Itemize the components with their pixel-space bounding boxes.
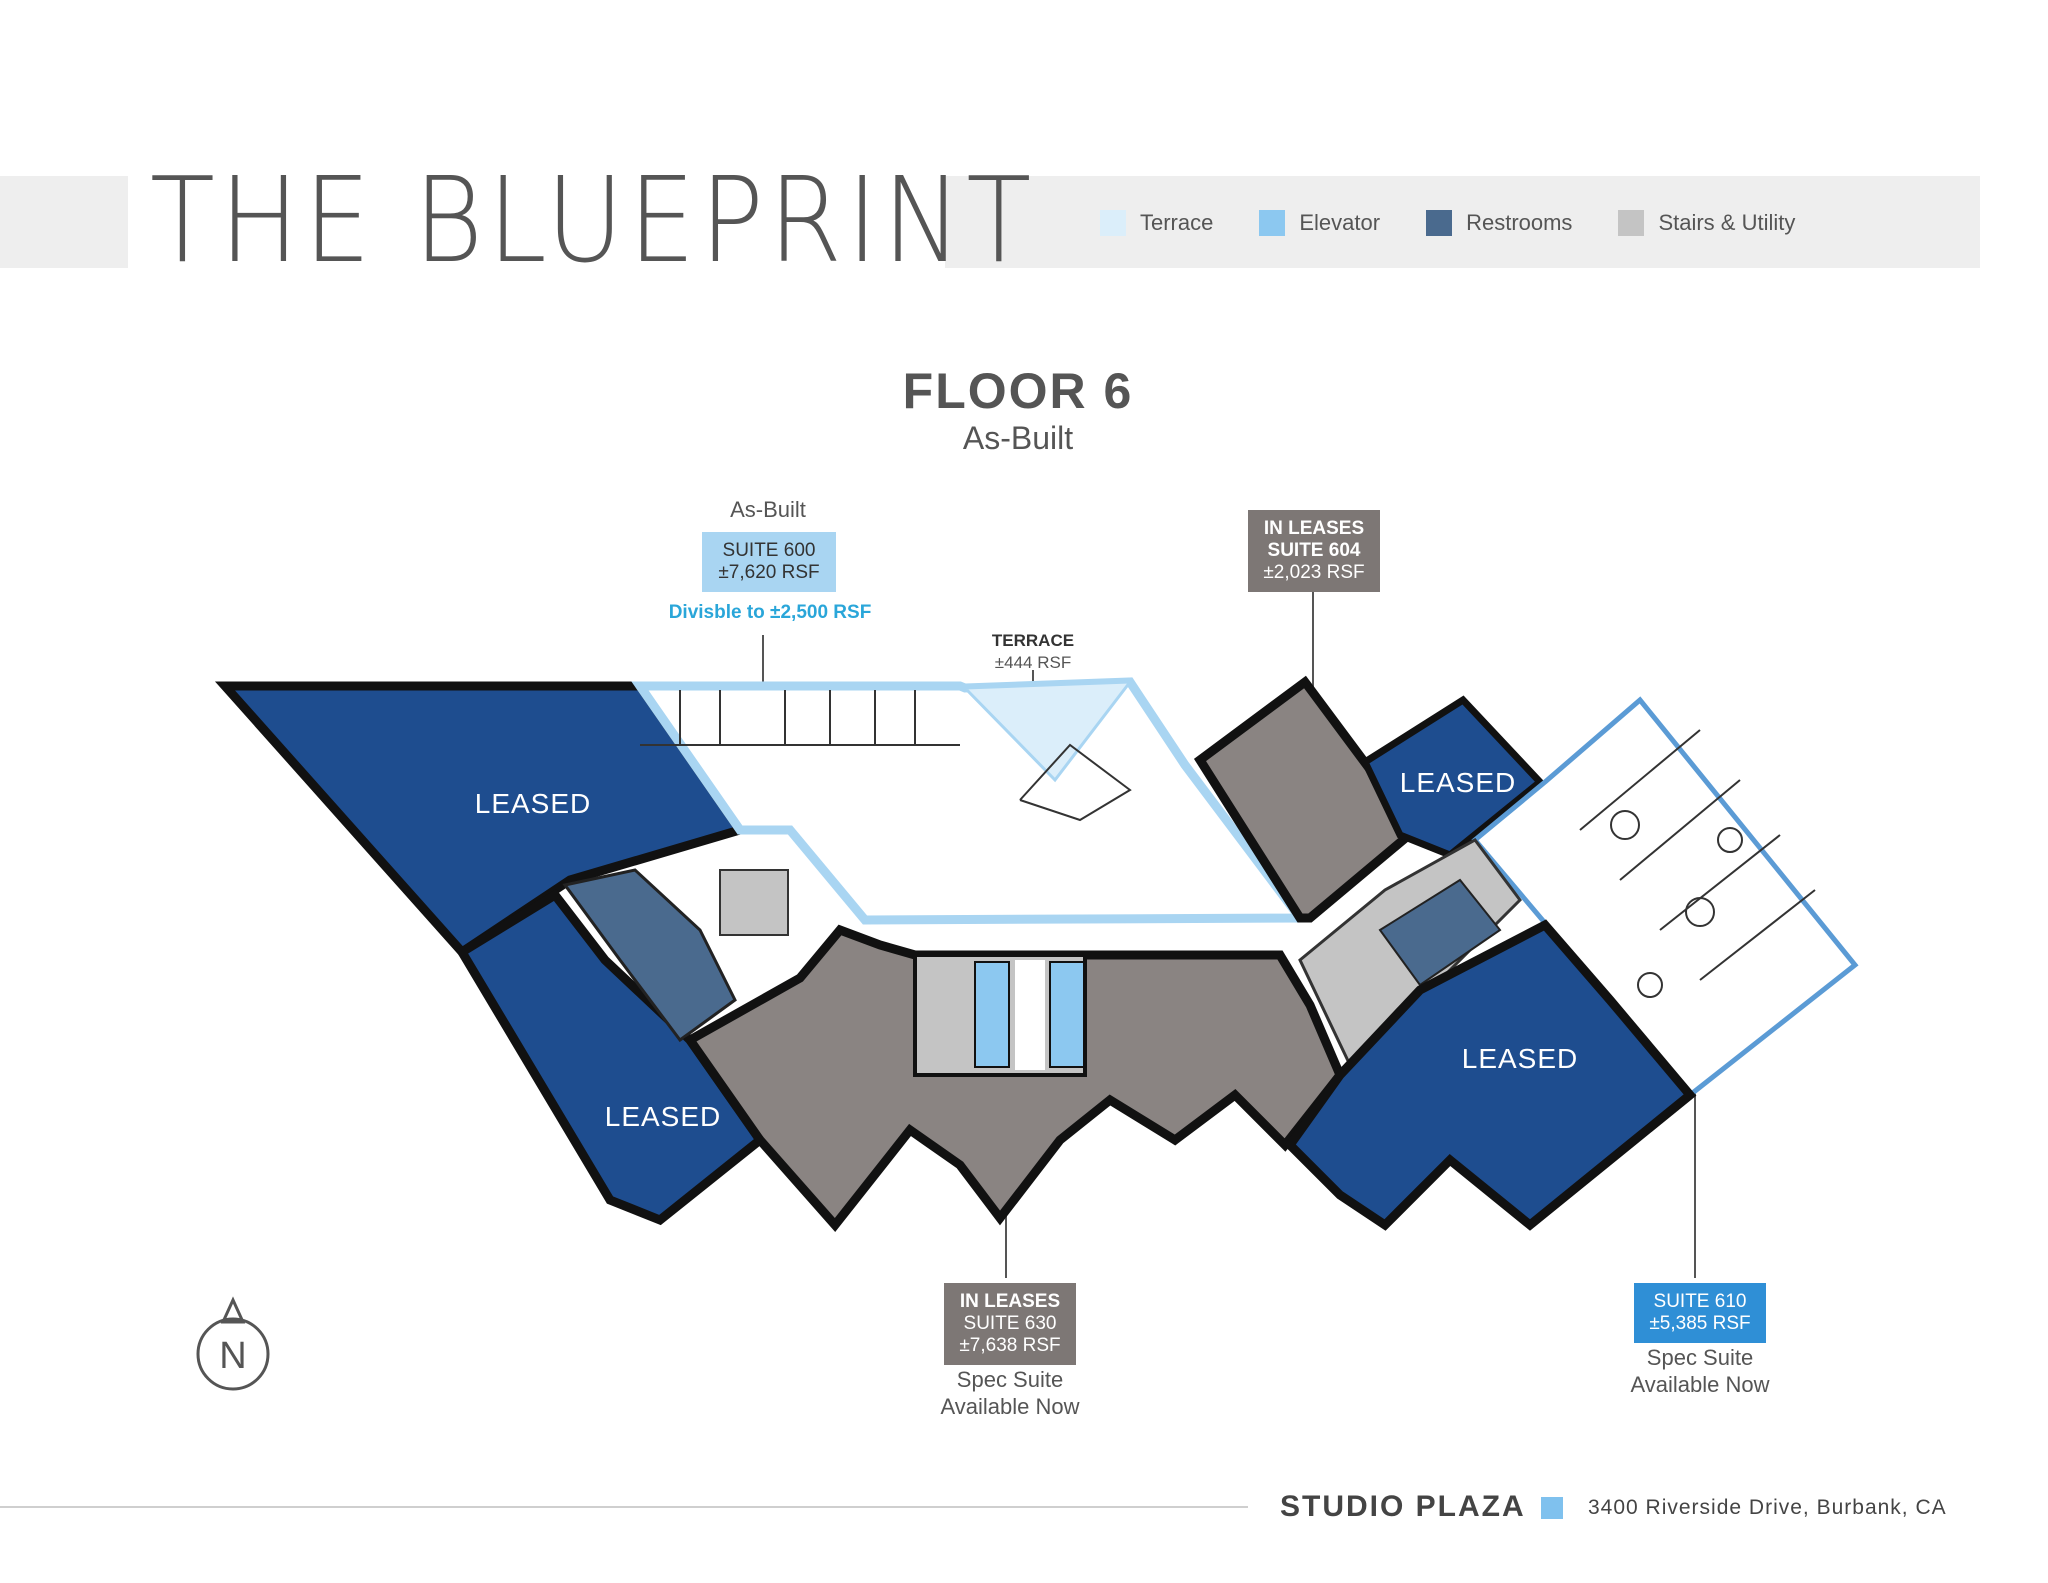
suite630-status: IN LEASES bbox=[959, 1291, 1061, 1312]
elevator-right bbox=[1049, 961, 1085, 1068]
legend-item-terrace: Terrace bbox=[1100, 210, 1213, 236]
elevator-swatch bbox=[1259, 210, 1286, 236]
suite604-name: SUITE 604 bbox=[1267, 540, 1361, 561]
suite600-partitions bbox=[640, 690, 1132, 822]
leased-label-southeast: LEASED bbox=[1462, 1043, 1579, 1074]
footer-divider bbox=[0, 1506, 1248, 1508]
compass-icon: N bbox=[196, 1296, 270, 1391]
elevator-lobby bbox=[1015, 960, 1045, 1070]
suite610-note: Spec Suite Available Now bbox=[1590, 1344, 1810, 1398]
suite600-prelabel: As-Built bbox=[730, 497, 806, 522]
legend-item-restrooms: Restrooms bbox=[1426, 210, 1572, 236]
floor-title: FLOOR 6 bbox=[902, 363, 1134, 419]
legend-label: Elevator bbox=[1299, 210, 1381, 235]
terrace-rsf: ±444 RSF bbox=[995, 653, 1071, 672]
legend-label: Terrace bbox=[1140, 210, 1214, 235]
suite604-area bbox=[1193, 675, 1422, 923]
suite630-note: Spec Suite Available Now bbox=[900, 1366, 1120, 1420]
leased-label-west-upper: LEASED bbox=[475, 788, 592, 819]
legend-item-stairs-utility: Stairs & Utility bbox=[1618, 210, 1795, 236]
legend-label: Restrooms bbox=[1466, 210, 1573, 235]
terrace-label: TERRACE bbox=[992, 631, 1074, 650]
restrooms-east bbox=[1378, 878, 1502, 987]
suite600-callout: SUITE 600 ±7,620 RSF bbox=[702, 532, 836, 592]
elevator-left bbox=[974, 961, 1010, 1068]
suite630-note-line2: Available Now bbox=[940, 1394, 1080, 1419]
restrooms-west bbox=[562, 868, 737, 1043]
suite604-status: IN LEASES bbox=[1263, 518, 1365, 539]
suite630-note-line1: Spec Suite bbox=[956, 1367, 1064, 1392]
suite600-divisible-note: Divisble to ±2,500 RSF bbox=[668, 602, 872, 623]
suite600-name: SUITE 600 bbox=[722, 540, 816, 561]
suite600-rsf: ±7,620 RSF bbox=[718, 562, 820, 583]
suite630-rsf: ±7,638 RSF bbox=[959, 1335, 1061, 1356]
terrace-area bbox=[961, 680, 1134, 783]
header-band-left bbox=[0, 176, 128, 268]
footer-square-icon bbox=[1541, 1497, 1563, 1519]
terrace-swatch bbox=[1100, 210, 1126, 236]
footer-address: 3400 Riverside Drive, Burbank, CA bbox=[1588, 1496, 1947, 1519]
legend: Terrace Elevator Restrooms Stairs & Util… bbox=[1100, 208, 1841, 238]
legend-label: Stairs & Utility bbox=[1658, 210, 1796, 235]
restrooms-swatch bbox=[1426, 210, 1453, 236]
leased-southeast bbox=[1284, 919, 1697, 1231]
suite610-partitions bbox=[1579, 729, 1816, 998]
stairs-west bbox=[719, 869, 789, 936]
legend-item-elevator: Elevator bbox=[1259, 210, 1380, 236]
suite610-note-line2: Available Now bbox=[1630, 1372, 1770, 1397]
suite610-rsf: ±5,385 RSF bbox=[1649, 1313, 1751, 1334]
suite604-callout: IN LEASES SUITE 604 ±2,023 RSF bbox=[1248, 510, 1380, 592]
suite630-callout: IN LEASES SUITE 630 ±7,638 RSF bbox=[944, 1283, 1076, 1365]
suite610-note-line1: Spec Suite bbox=[1646, 1345, 1754, 1370]
suite610-name: SUITE 610 bbox=[1653, 1291, 1747, 1312]
stairs-utility-swatch bbox=[1618, 210, 1645, 236]
compass-letter: N bbox=[219, 1335, 246, 1377]
suite630-name: SUITE 630 bbox=[963, 1313, 1057, 1334]
brand-title: THE BLUEPRINT bbox=[150, 151, 1036, 289]
leased-label-northeast: LEASED bbox=[1400, 767, 1517, 798]
leased-northeast bbox=[1360, 695, 1546, 860]
leased-label-west-lower: LEASED bbox=[605, 1101, 722, 1132]
floor-subtitle: As-Built bbox=[962, 420, 1074, 456]
suite610-callout: SUITE 610 ±5,385 RSF bbox=[1634, 1283, 1766, 1343]
suite604-rsf: ±2,023 RSF bbox=[1263, 562, 1365, 583]
leased-west-upper bbox=[214, 681, 748, 958]
footer-property-name: STUDIO PLAZA bbox=[1280, 1490, 1526, 1523]
